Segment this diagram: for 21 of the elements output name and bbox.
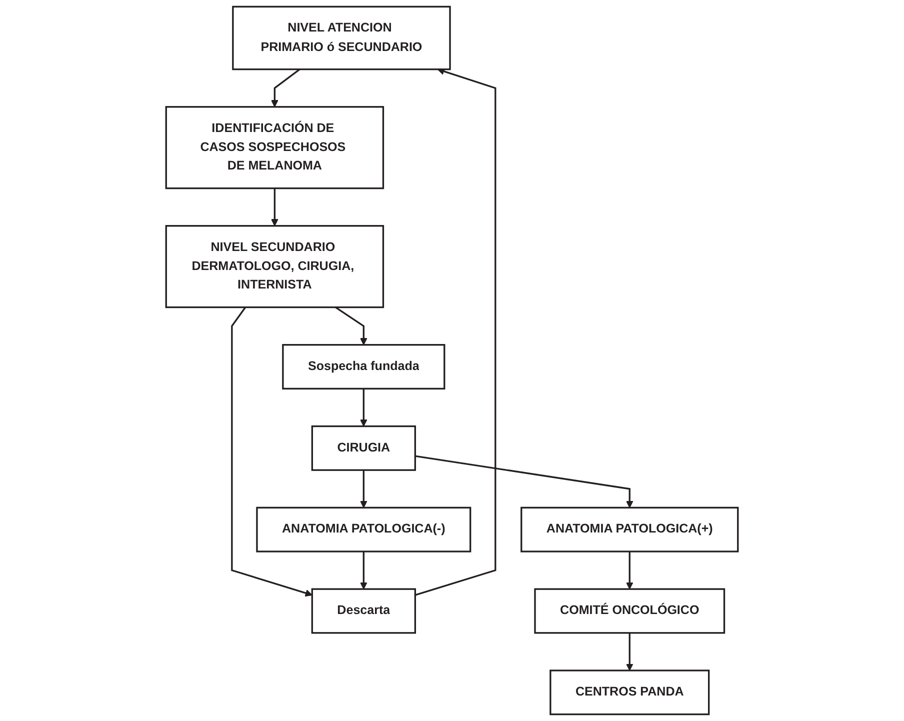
arrow (360, 470, 368, 508)
arrow (360, 552, 368, 590)
node-box: Descarta (311, 588, 416, 634)
node-box: CIRUGIA (311, 425, 416, 471)
node-box: NIVEL ATENCION PRIMARIO ó SECUNDARIO (232, 6, 451, 70)
arrow (335, 306, 368, 346)
arrow (271, 68, 300, 108)
node-box: IDENTIFICACIÓN DE CASOS SOSPECHOSOS DE MELANOMA (165, 106, 384, 190)
node-box: ANATOMIA PATOLOGICA(-) (256, 506, 472, 552)
arrow (415, 455, 634, 508)
node-box: NIVEL SECUNDARIO DERMATOLOGO, CIRUGIA, INTERNISTA (165, 225, 384, 308)
arrow (271, 188, 278, 226)
node-box: ANATOMIA PATOLOGICA(+) (520, 506, 739, 552)
arrow (231, 306, 312, 597)
arrow (360, 388, 368, 427)
node-box: Sospecha fundada (282, 344, 446, 390)
arrow (414, 68, 496, 596)
arrow (626, 552, 634, 590)
node-box: COMITÉ ONCOLÓGICO (534, 588, 726, 634)
arrow (626, 632, 634, 671)
node-box: CENTROS PANDA (550, 670, 710, 716)
